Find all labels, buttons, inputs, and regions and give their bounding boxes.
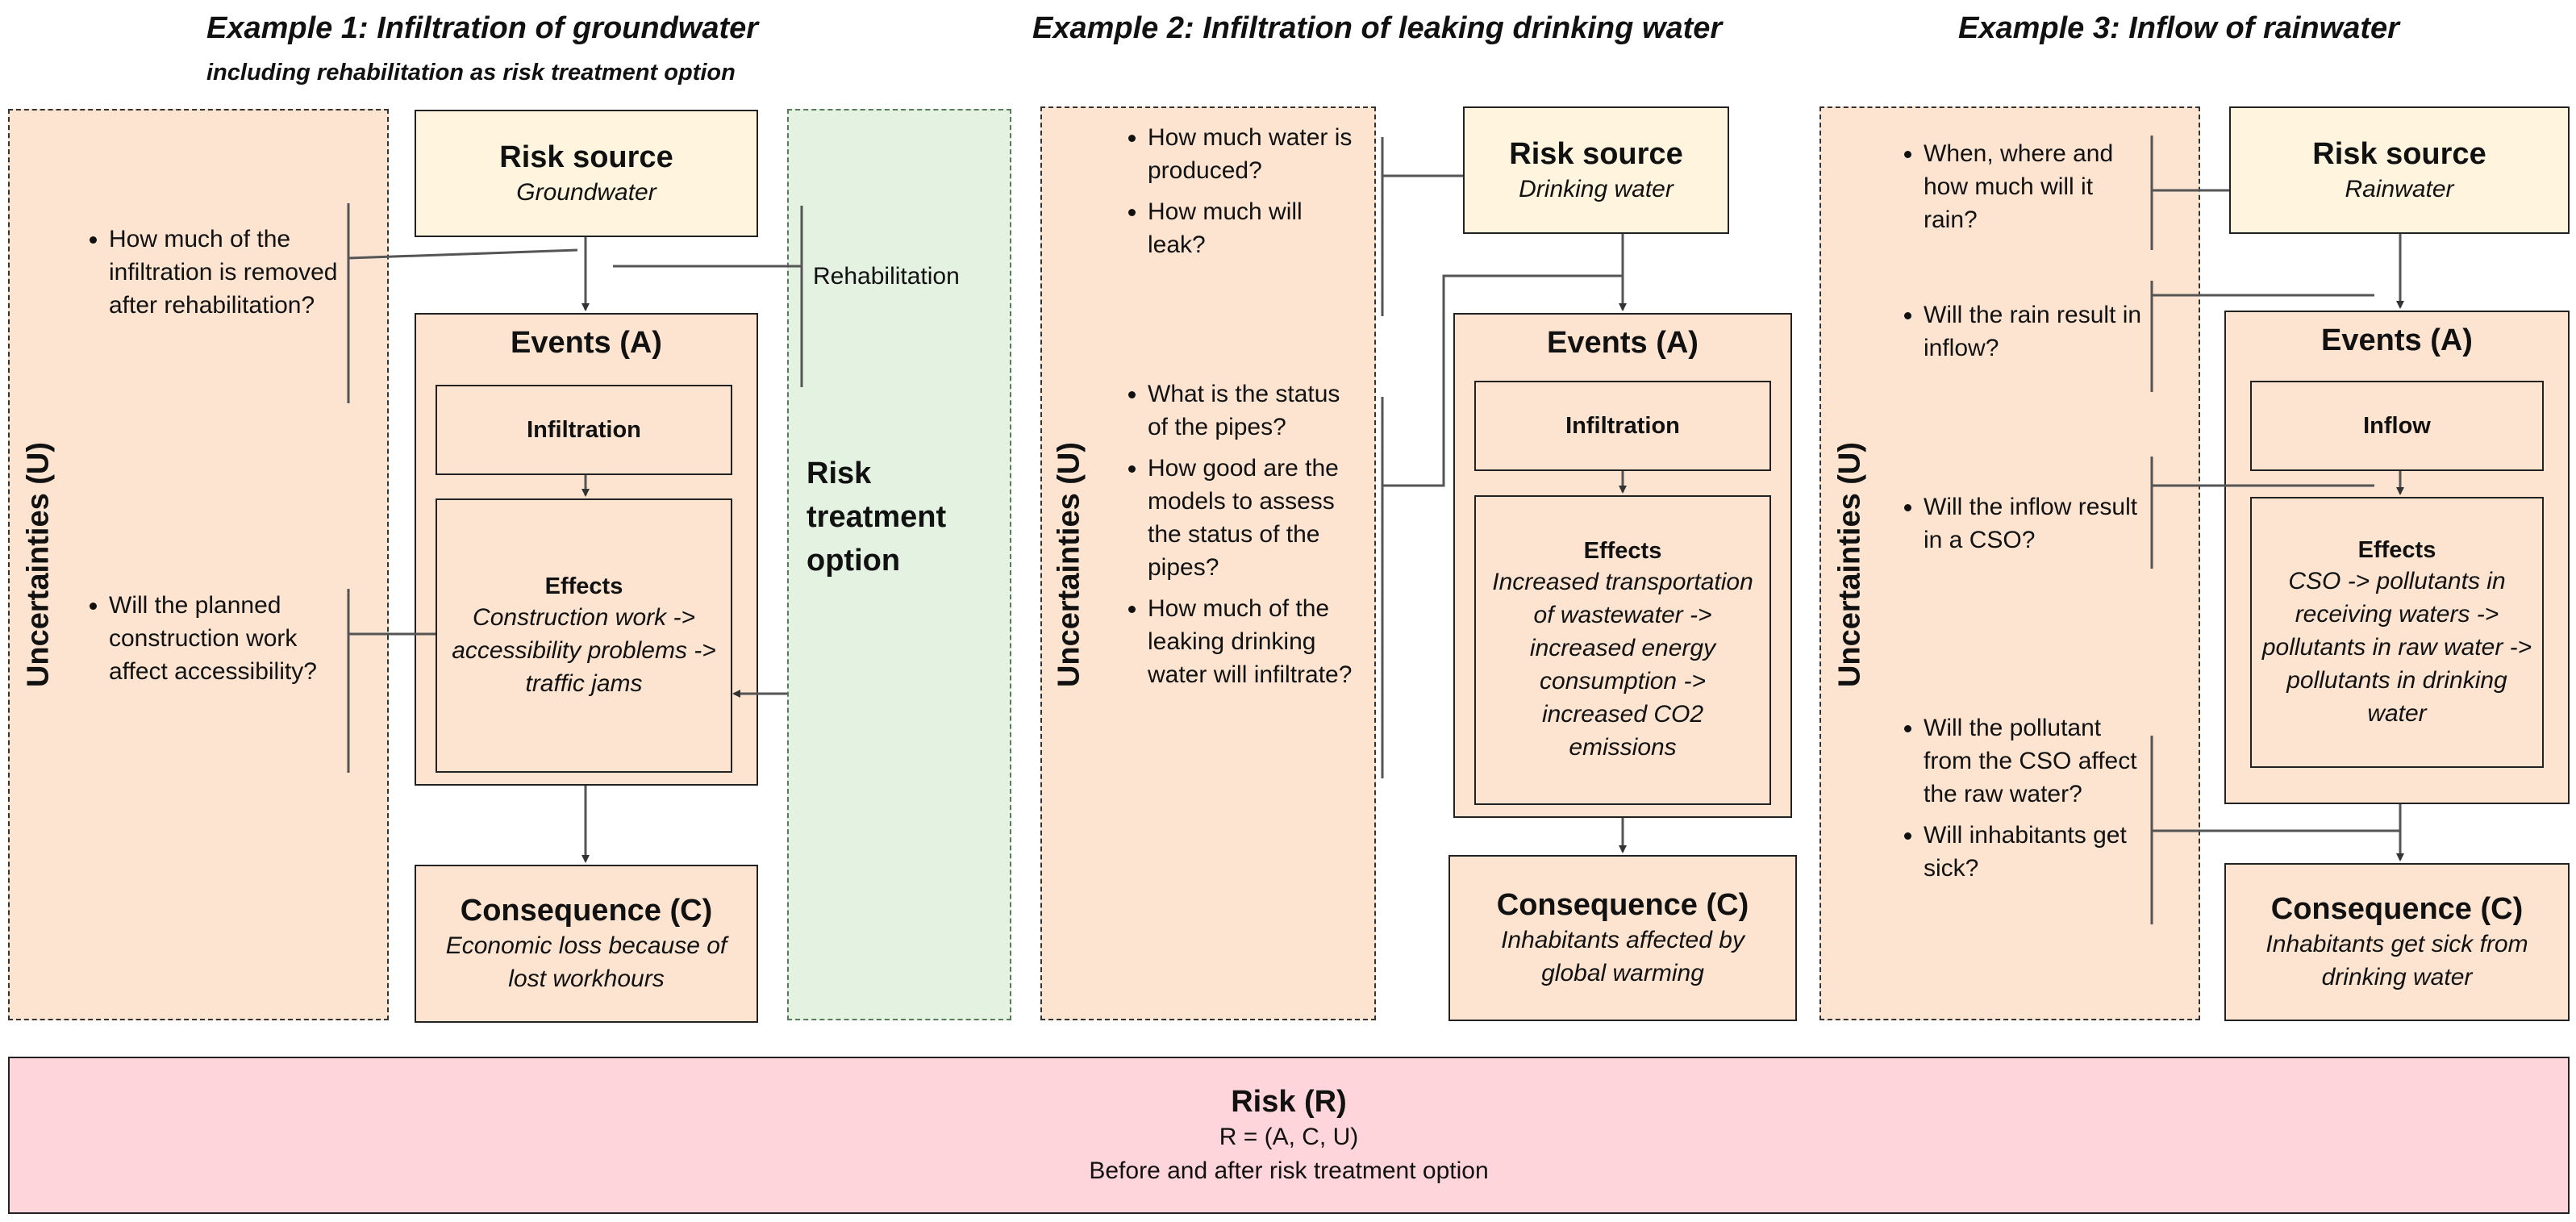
- example2-consequence-box: Consequence (C) Inhabitants affected by …: [1448, 855, 1797, 1021]
- risk-title: Risk (R): [1231, 1084, 1347, 1119]
- example1-question-list-2: Will the planned construction work affec…: [73, 589, 347, 696]
- example1-risk-source-box: Risk source Groundwater: [415, 110, 758, 237]
- example3-effects-box: Effects CSO -> pollutants in receiving w…: [2250, 497, 2544, 768]
- risk-formula: R = (A, C, U): [1219, 1123, 1359, 1150]
- example2-effects-box: Effects Increased transportation of wast…: [1474, 495, 1771, 805]
- example1-risk-source-heading: Risk source: [499, 140, 673, 174]
- ex2-line-q2: [1382, 274, 1623, 487]
- example2-title: Example 2: Infiltration of leaking drink…: [1032, 11, 1723, 45]
- example2-question-infiltrate: How much of the leaking drinking water w…: [1148, 592, 1353, 691]
- example2-question-list-1: How much water is produced? How much wil…: [1111, 121, 1353, 269]
- example1-consequence-text: Economic loss because of lost workhours: [445, 932, 727, 992]
- risk-treatment-panel: [787, 109, 1011, 1020]
- example2-question-produced: How much water is produced?: [1148, 121, 1353, 187]
- example2-events-heading: Events (A): [1547, 326, 1699, 360]
- risk-treatment-label: Risk treatment option: [807, 457, 947, 578]
- example1-consequence-box: Consequence (C) Economic loss because of…: [415, 865, 758, 1023]
- example3-consequence-heading: Consequence (C): [2270, 892, 2524, 926]
- example1-question-accessibility: Will the planned construction work affec…: [109, 589, 347, 688]
- example1-events-heading: Events (A): [511, 326, 662, 360]
- example3-event-inflow-box: Inflow: [2250, 381, 2544, 471]
- example3-question-sick: Will inhabitants get sick?: [1924, 819, 2137, 885]
- example3-consequence-box: Consequence (C) Inhabitants get sick fro…: [2224, 863, 2570, 1021]
- example3-risk-source-heading: Risk source: [2312, 136, 2486, 171]
- example2-risk-source-box: Risk source Drinking water: [1463, 106, 1729, 234]
- risk-note: Before and after risk treatment option: [1089, 1157, 1489, 1184]
- example1-effects-heading: Effects: [544, 573, 623, 599]
- example1-consequence-heading: Consequence (C): [460, 894, 713, 928]
- example3-question-list-4: Will the pollutant from the CSO affect t…: [1887, 711, 2137, 893]
- example1-question-list-1: How much of the infiltration is removed …: [73, 223, 347, 330]
- example3-question-list-2: Will the rain result in inflow?: [1887, 298, 2145, 373]
- example3-question-raw-water: Will the pollutant from the CSO affect t…: [1924, 711, 2137, 811]
- example1-risk-source-value: Groundwater: [516, 178, 657, 206]
- example3-question-list-3: Will the inflow result in a CSO?: [1887, 490, 2145, 565]
- example1-title: Example 1: Infiltration of groundwater: [206, 11, 759, 45]
- example2-question-list-2: What is the status of the pipes? How goo…: [1111, 377, 1353, 699]
- example3-effects-heading: Effects: [2357, 536, 2436, 563]
- example2-uncertainties-panel: [1040, 106, 1376, 1020]
- example2-event-infiltration-box: Infiltration: [1474, 381, 1771, 471]
- risk-box: Risk (R) R = (A, C, U) Before and after …: [8, 1057, 2570, 1214]
- example2-question-models: How good are the models to assess the st…: [1148, 452, 1353, 584]
- example3-question-cso: Will the inflow result in a CSO?: [1924, 490, 2145, 557]
- example1-effects-box: Effects Construction work -> accessibili…: [436, 498, 732, 773]
- example3-question-inflow: Will the rain result in inflow?: [1924, 298, 2145, 365]
- example1-effects-text: Construction work -> accessibility probl…: [452, 603, 716, 697]
- example3-effects-text: CSO -> pollutants in receiving waters ->…: [2261, 567, 2532, 727]
- example3-title: Example 3: Inflow of rainwater: [1958, 11, 2399, 45]
- example1-question-rehab: How much of the infiltration is removed …: [109, 223, 347, 322]
- example1-subtitle: including rehabilitation as risk treatme…: [206, 60, 736, 85]
- ex1-line-q1: [348, 248, 578, 260]
- example2-event-infiltration: Infiltration: [1565, 413, 1680, 439]
- example1-event-infiltration-box: Infiltration: [436, 385, 732, 475]
- example3-consequence-text: Inhabitants get sick from drinking water: [2265, 931, 2528, 991]
- example2-effects-heading: Effects: [1583, 538, 1662, 564]
- example2-question-leak: How much will leak?: [1148, 195, 1353, 261]
- example2-question-pipe-status: What is the status of the pipes?: [1148, 377, 1353, 444]
- example2-consequence-heading: Consequence (C): [1496, 888, 1749, 922]
- example1-uncertainties-panel: [8, 109, 389, 1020]
- example3-event-inflow: Inflow: [2363, 413, 2431, 439]
- example3-risk-source-value: Rainwater: [2345, 175, 2454, 202]
- rehabilitation-label: Rehabilitation: [813, 263, 960, 290]
- example2-risk-source-value: Drinking water: [1519, 175, 1674, 202]
- example2-risk-source-heading: Risk source: [1509, 136, 1683, 171]
- example2-effects-text: Increased transportation of wastewater -…: [1492, 569, 1753, 761]
- example3-question-rain: When, where and how much will it rain?: [1924, 137, 2145, 236]
- example3-question-list-1: When, where and how much will it rain?: [1887, 137, 2145, 244]
- example1-event-infiltration: Infiltration: [527, 417, 641, 443]
- example3-risk-source-box: Risk source Rainwater: [2229, 106, 2570, 234]
- example3-uncertainties-panel: [1819, 106, 2200, 1020]
- example2-consequence-text: Inhabitants affected by global warming: [1501, 927, 1744, 986]
- example3-events-heading: Events (A): [2321, 323, 2473, 357]
